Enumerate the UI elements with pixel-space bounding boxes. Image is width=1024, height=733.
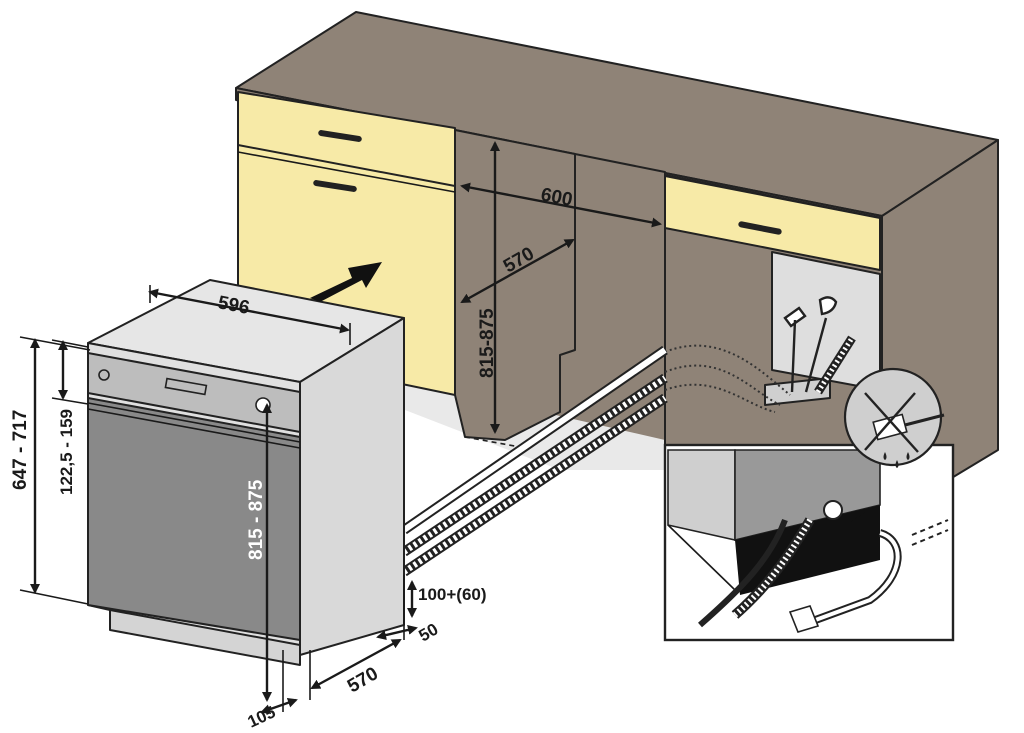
drawer-divider-2 bbox=[237, 151, 456, 193]
drawer-handle-icon bbox=[318, 130, 362, 142]
hose-routing-dotted bbox=[664, 344, 791, 396]
plinth-offset-label: 100+(60) bbox=[418, 585, 487, 604]
door-height-label: 647 - 717 bbox=[10, 410, 31, 490]
appliance-height-label: 815 - 875 bbox=[246, 479, 267, 560]
plinth-recess-label: 50 bbox=[416, 620, 442, 646]
floor-hoses bbox=[401, 345, 668, 577]
power-button-icon[interactable] bbox=[98, 369, 110, 381]
drawer-handle-icon bbox=[313, 180, 357, 192]
panel-height-label: 122,5 - 159 bbox=[57, 409, 76, 495]
dishwasher bbox=[87, 279, 405, 666]
tap-icon bbox=[804, 296, 838, 393]
cross-out-icon bbox=[864, 392, 919, 453]
display-icon bbox=[164, 377, 208, 396]
plug-icon bbox=[783, 306, 807, 393]
niche-floor-dashed bbox=[464, 436, 521, 448]
inlet-arrow-icon bbox=[850, 512, 866, 530]
detail-inset bbox=[663, 367, 955, 642]
drain-outlet-icon bbox=[823, 500, 843, 520]
drawer-handle-icon bbox=[738, 221, 782, 235]
drawer-divider bbox=[237, 144, 456, 187]
dishwasher-plinth bbox=[109, 609, 301, 666]
drip-icon bbox=[883, 452, 910, 468]
right-drawer bbox=[664, 175, 881, 271]
niche-left-wall bbox=[454, 129, 576, 441]
dishwasher-door bbox=[87, 397, 301, 641]
niche-height-label: 815-875 bbox=[477, 308, 498, 378]
